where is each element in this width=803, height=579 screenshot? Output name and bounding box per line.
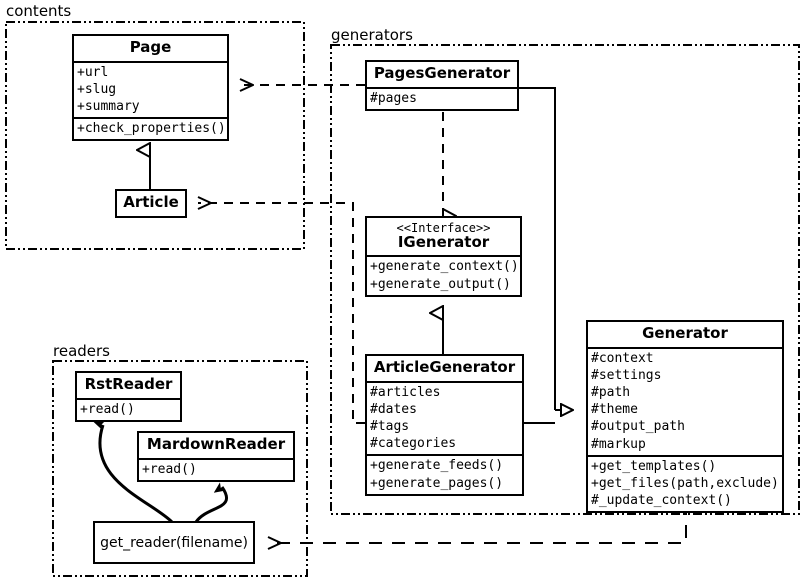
contents-package-label: contents [6,2,72,20]
attribute-row: #pages [370,90,417,106]
attribute-row: #context [591,350,654,366]
class-operations-page: +check_properties() [74,117,227,139]
class-attributes-page: +url +slug +summary [74,60,227,117]
generators-package-label: generators [331,26,413,44]
operation-row: +generate_pages() [370,475,504,491]
relation-articlegenerator-uses-article [198,203,365,424]
class-name-rst-reader: RstReader [84,375,173,393]
relation-generators-inherit-generator [519,87,573,424]
attribute-row: #categories [370,436,457,452]
attribute-row: #theme [591,402,638,418]
attribute-row: +summary [77,99,140,115]
attribute-row: +slug [77,81,117,97]
attribute-row: #articles [370,384,441,400]
readers-package-label: readers [53,342,110,360]
operation-row: +read() [142,461,197,477]
operation-row: +get_templates() [591,458,717,474]
class-name-pages-generator: PagesGenerator [373,64,511,82]
class-box-igenerator[interactable]: <<Interface>> IGenerator +generate_conte… [365,216,522,297]
class-attributes-generator: #context #settings #path #theme #output_… [588,346,782,455]
operation-row: +read() [80,401,135,417]
relation-get-reader-returns-mardownreader [194,482,229,523]
class-name-article-generator: ArticleGenerator [373,358,516,376]
attribute-row: #dates [370,401,417,417]
attribute-row: #output_path [591,419,685,435]
class-box-rst-reader[interactable]: RstReader +read() [75,371,182,422]
class-box-generator[interactable]: Generator #context #settings #path #them… [586,320,784,514]
attribute-row: #tags [370,419,410,435]
attribute-row: +url [77,64,109,80]
function-box-get-reader[interactable]: get_reader(filename) [93,521,255,564]
class-name-generator: Generator [642,324,728,342]
class-box-page[interactable]: Page +url +slug +summary +check_properti… [72,34,229,142]
operation-row: +generate_output() [370,276,511,292]
class-box-pages-generator[interactable]: PagesGenerator #pages [365,60,519,111]
attribute-row: #markup [591,436,646,452]
operation-row: #_update_context() [591,493,732,508]
class-box-article[interactable]: Article [115,189,187,218]
class-name-article: Article [123,193,179,211]
operation-row: +generate_feeds() [370,458,504,474]
function-name-get-reader: get_reader(filename) [100,534,248,551]
class-name-igenerator: IGenerator [397,232,490,251]
class-box-article-generator[interactable]: ArticleGenerator #articles #dates #tags … [365,354,524,496]
class-operations-generator: +get_templates() +get_files(path,exclude… [588,454,782,511]
attribute-row: #settings [591,367,662,383]
class-name-mardown-reader: MardownReader [146,435,286,453]
operation-row: +generate_context() [370,259,519,275]
class-name-page: Page [129,38,172,56]
class-operations-article-generator: +generate_feeds() +generate_pages() [367,454,522,493]
class-operations-rst-reader: +read() [77,397,180,420]
class-attributes-article-generator: #articles #dates #tags #categories [367,380,522,455]
attribute-row: #path [591,385,631,401]
operation-row: +get_files(path,exclude) [591,475,779,491]
operation-row: +check_properties() [77,121,226,137]
class-box-mardown-reader[interactable]: MardownReader +read() [137,431,295,482]
class-operations-igenerator: +generate_context() +generate_output() [367,255,520,294]
class-attributes-pages-generator: #pages [367,86,517,109]
class-operations-mardown-reader: +read() [139,457,293,480]
